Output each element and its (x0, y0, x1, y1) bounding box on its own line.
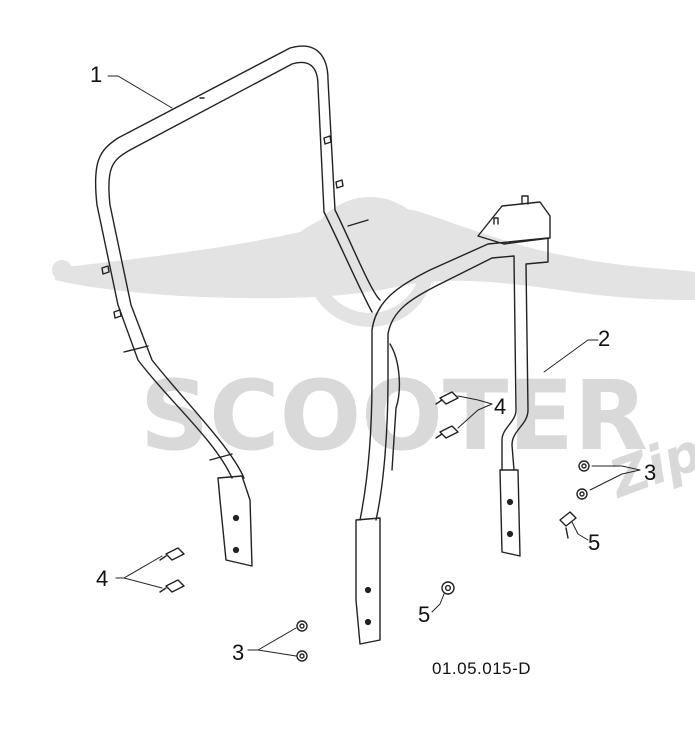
callout-4-left: 4 (96, 566, 109, 591)
callout-5-lower: 5 (418, 602, 431, 627)
callout-5-right: 5 (588, 530, 601, 555)
roll-bar-rear (355, 195, 551, 645)
roll-bar-front (94, 45, 381, 567)
leader-lines (107, 75, 641, 657)
fasteners (159, 391, 590, 662)
callout-3-lower: 3 (232, 640, 245, 665)
callout-1: 1 (90, 62, 103, 87)
callout-2: 2 (598, 326, 611, 351)
callout-3-right: 3 (644, 460, 657, 485)
watermark-dot (52, 260, 72, 280)
watermark-scooter-shape (55, 206, 695, 300)
callout-4-right: 4 (494, 394, 507, 419)
drawing-code: 01.05.015-D (432, 659, 532, 678)
watermark-ring (305, 197, 435, 327)
